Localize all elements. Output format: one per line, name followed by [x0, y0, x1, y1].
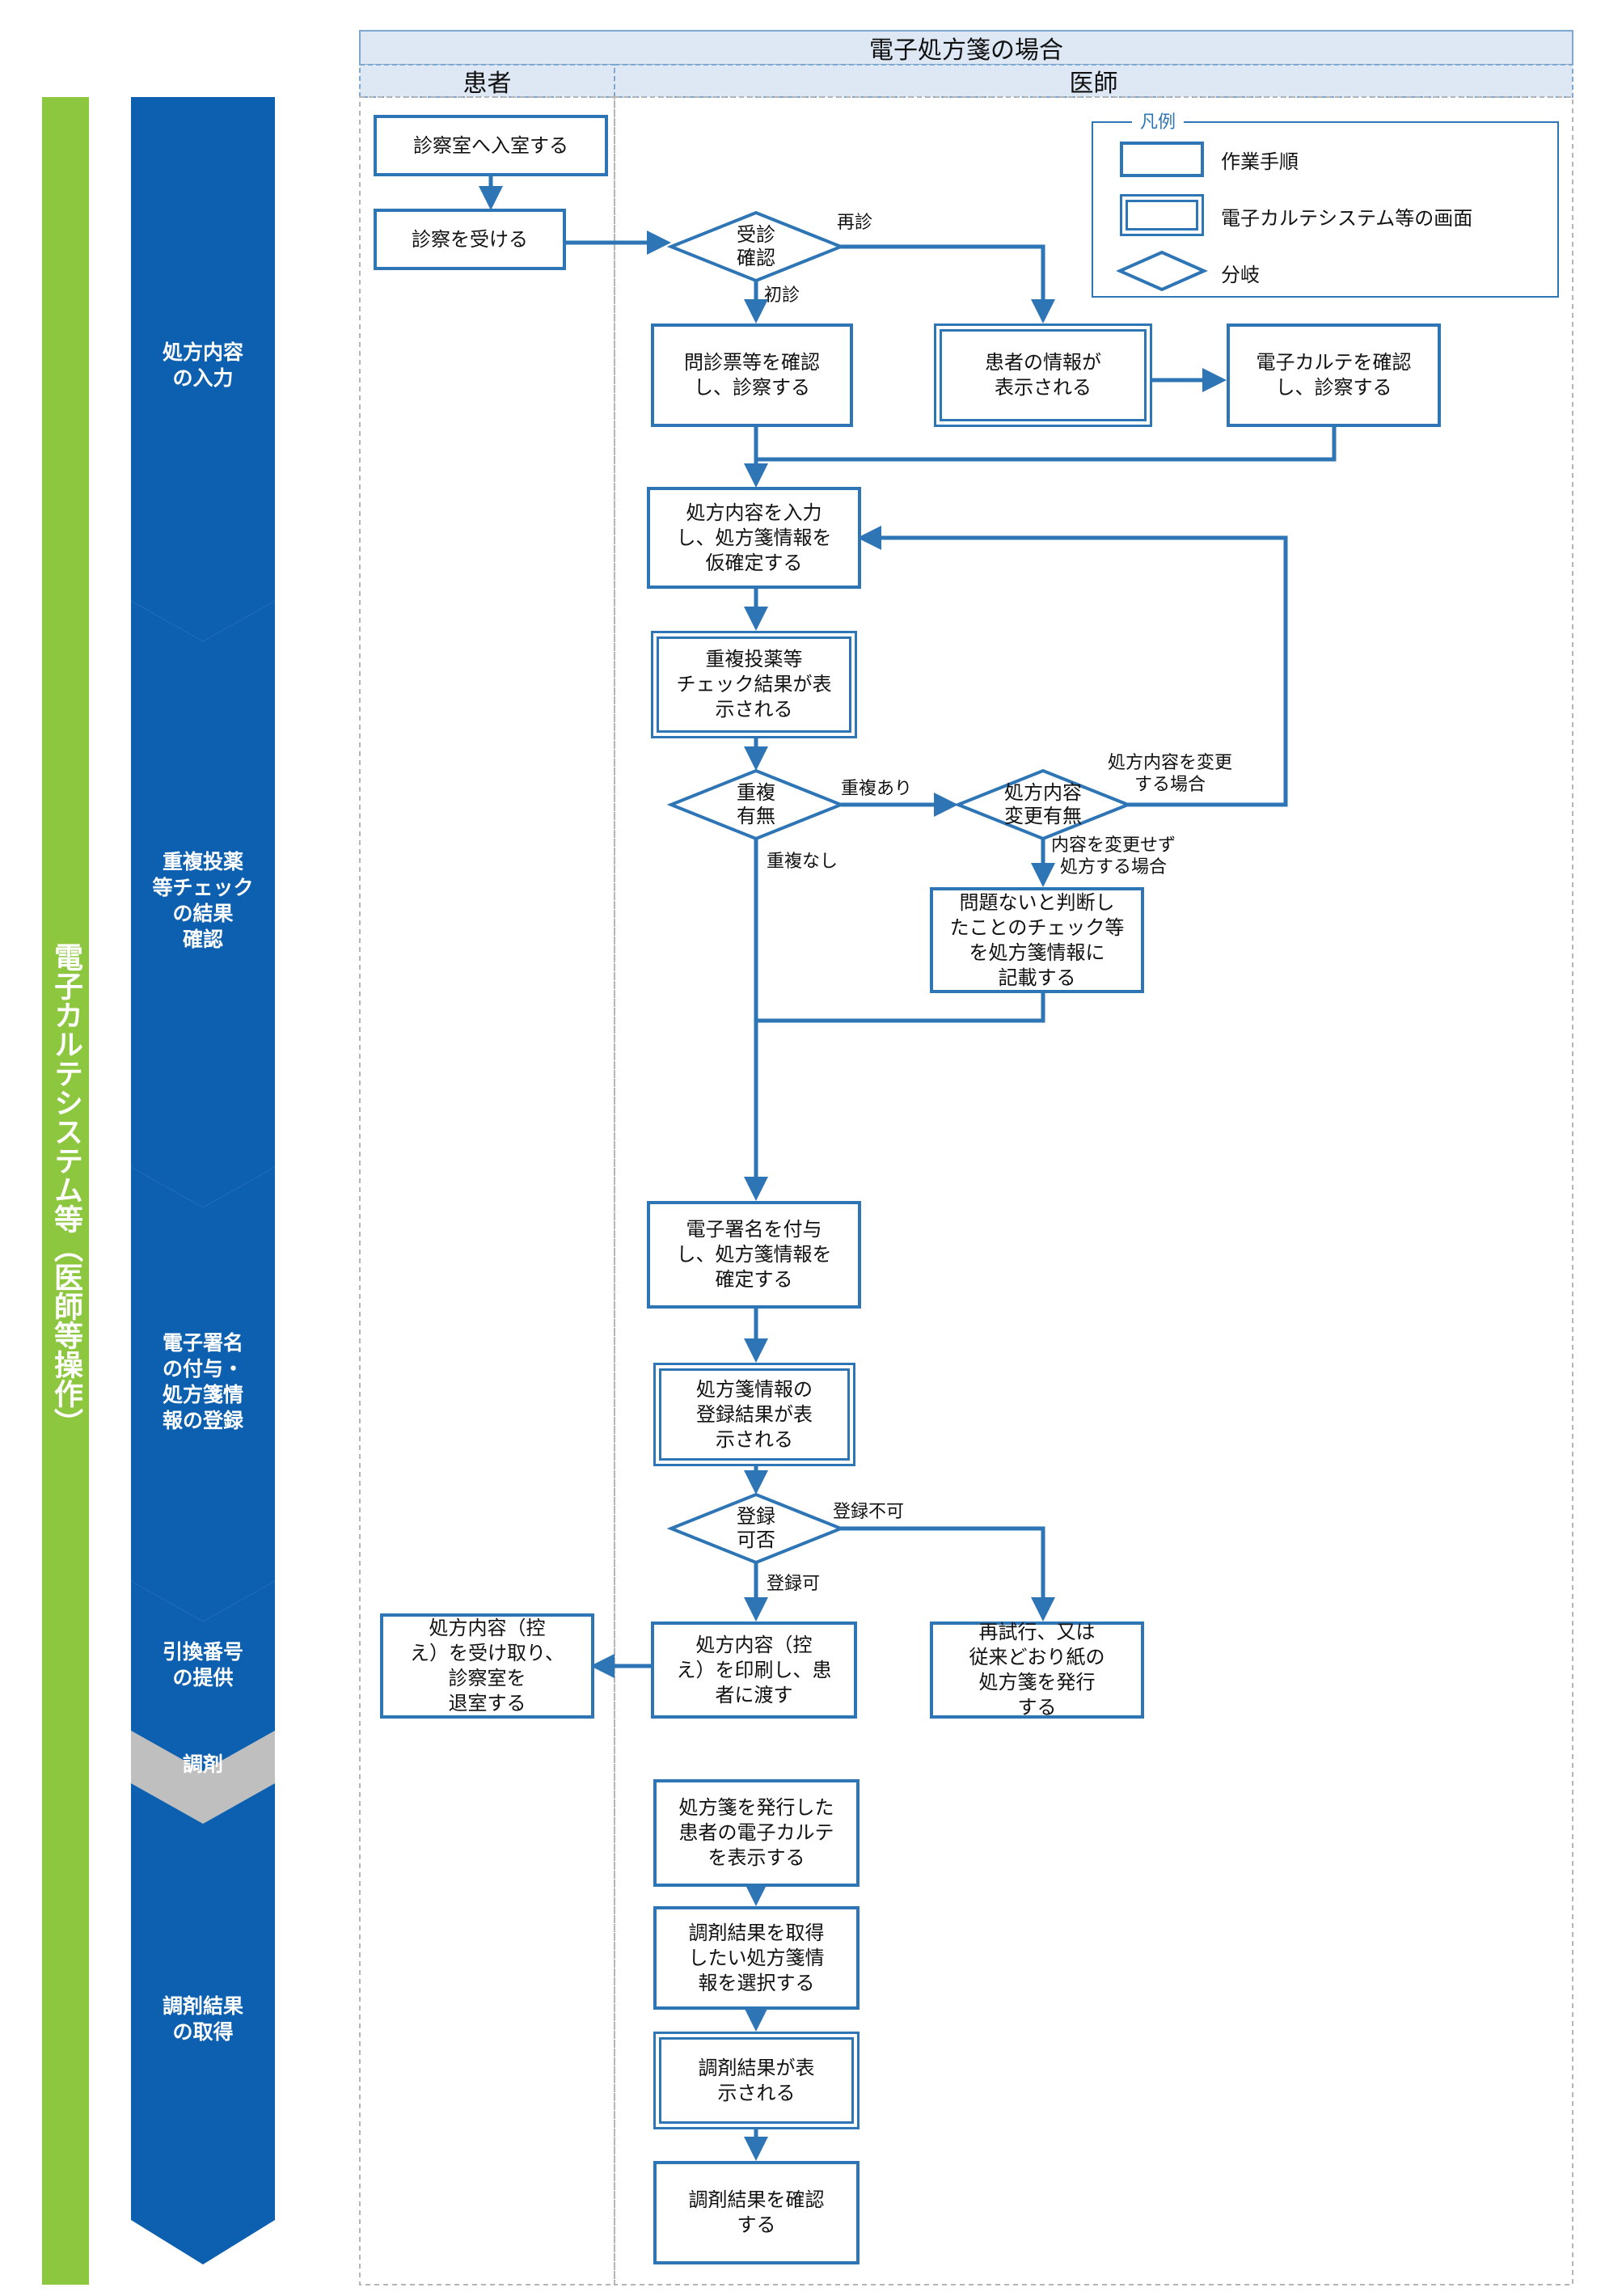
- node-retry-paper: 再試行、又は 従来どおり紙の 処方箋を発行 する: [930, 1621, 1144, 1719]
- lane-doctor: [614, 96, 1573, 2285]
- lane-header-patient: 患者: [462, 70, 512, 98]
- phase-chevron-sign: [131, 1167, 275, 1622]
- edge-label-first-visit: 初診: [764, 285, 800, 306]
- legend-diamond-symbol: [1116, 250, 1208, 292]
- phase-label-dispense: 調剤: [182, 1753, 223, 1776]
- node-input-prescription: 処方内容を入力 し、処方箋情報を 仮確定する: [647, 487, 861, 589]
- phase-chevron-check: [131, 601, 275, 1207]
- system-bar: [42, 97, 89, 2285]
- node-enter-room: 診察室へ入室する: [374, 115, 608, 176]
- phase-chevron-result: [131, 1783, 275, 2264]
- page-title: 電子処方箋の場合: [869, 36, 1063, 65]
- decision-change-label: 処方内容 変更有無: [1004, 781, 1082, 827]
- decision-registration-label: 登録 可否: [737, 1505, 775, 1551]
- node-check-emr: 電子カルテを確認 し、診察する: [1227, 323, 1441, 427]
- node-record-no-problem: 問題ないと判断し たことのチェック等 を処方箋情報に 記載する: [930, 887, 1144, 993]
- node-show-emr-issued: 処方箋を発行した 患者の電子カルテ を表示する: [653, 1779, 860, 1887]
- phase-label-number: 引換番号 の提供: [162, 1640, 243, 1689]
- node-patient-receive-leave: 処方内容（控 え）を受け取り、 診察室を 退室する: [380, 1613, 594, 1719]
- node-dup-check-shown: 重複投薬等 チェック結果が表 示される: [651, 631, 857, 738]
- decision-visit-label: 受診 確認: [737, 223, 775, 269]
- node-check-questionnaire: 問診票等を確認 し、診察する: [651, 323, 853, 427]
- legend-screen-symbol: [1120, 194, 1204, 236]
- legend-item-branch: 分岐: [1221, 264, 1260, 286]
- edge-reg-no: [841, 1526, 1055, 1622]
- legend-item-screen: 電子カルテシステム等の画面: [1221, 207, 1473, 230]
- header-title-bg: [359, 30, 1573, 66]
- edge-label-change-no: 内容を変更せず 処方する場合: [1051, 835, 1176, 877]
- edge-change-yes: [857, 526, 1288, 807]
- edge-emr-merge: [756, 427, 1337, 462]
- lane-header-doctor: 医師: [1069, 70, 1118, 98]
- decision-duplicate-label: 重複 有無: [737, 781, 775, 827]
- edge-label-dup-no: 重複なし: [767, 852, 838, 872]
- edge-revisit: [841, 244, 1055, 323]
- node-receive-exam: 診察を受ける: [374, 209, 566, 270]
- legend: [1092, 121, 1559, 298]
- phase-label-result: 調剤結果 の取得: [162, 1994, 243, 2044]
- system-title: 電子カルテシステム等（医師等操作）: [49, 942, 82, 1437]
- edge-record-merge: [756, 993, 1045, 1023]
- phase-label-check: 重複投薬 等チェック の結果 確認: [152, 850, 254, 951]
- edge-label-revisit: 再診: [837, 213, 873, 233]
- node-patient-info-shown: 患者の情報が 表示される: [934, 323, 1152, 427]
- node-registration-shown: 処方箋情報の 登録結果が表 示される: [653, 1363, 855, 1466]
- legend-step-symbol: [1120, 142, 1204, 177]
- edge-label-dup-yes: 重複あり: [841, 779, 913, 799]
- edge-label-reg-no: 登録不可: [833, 1502, 905, 1522]
- node-sign-confirm: 電子署名を付与 し、処方箋情報を 確定する: [647, 1201, 861, 1309]
- node-print-copy: 処方内容（控 え）を印刷し、患 者に渡す: [651, 1622, 857, 1719]
- phase-chevron-dispense: [131, 1731, 275, 1824]
- phase-label-input: 処方内容 の入力: [162, 340, 243, 390]
- legend-item-step: 作業手順: [1221, 150, 1299, 173]
- phase-label-sign: 電子署名 の付与・ 処方箋情 報の登録: [162, 1331, 243, 1432]
- lane-header-doctor-bg: [614, 64, 1573, 98]
- edge-label-reg-yes: 登録可: [767, 1574, 821, 1594]
- lane-patient: [359, 96, 615, 2285]
- legend-title: 凡例: [1132, 108, 1185, 133]
- phase-chevron-input: [131, 97, 275, 641]
- node-confirm-dispensing-result: 調剤結果を確認 する: [653, 2161, 860, 2264]
- node-dispensing-result-shown: 調剤結果が表 示される: [653, 2032, 860, 2129]
- phase-chevron-number: [131, 1581, 275, 1771]
- edge-label-change-yes: 処方内容を変更 する場合: [1108, 753, 1233, 795]
- node-select-prescription: 調剤結果を取得 したい処方箋情 報を選択する: [653, 1906, 860, 2010]
